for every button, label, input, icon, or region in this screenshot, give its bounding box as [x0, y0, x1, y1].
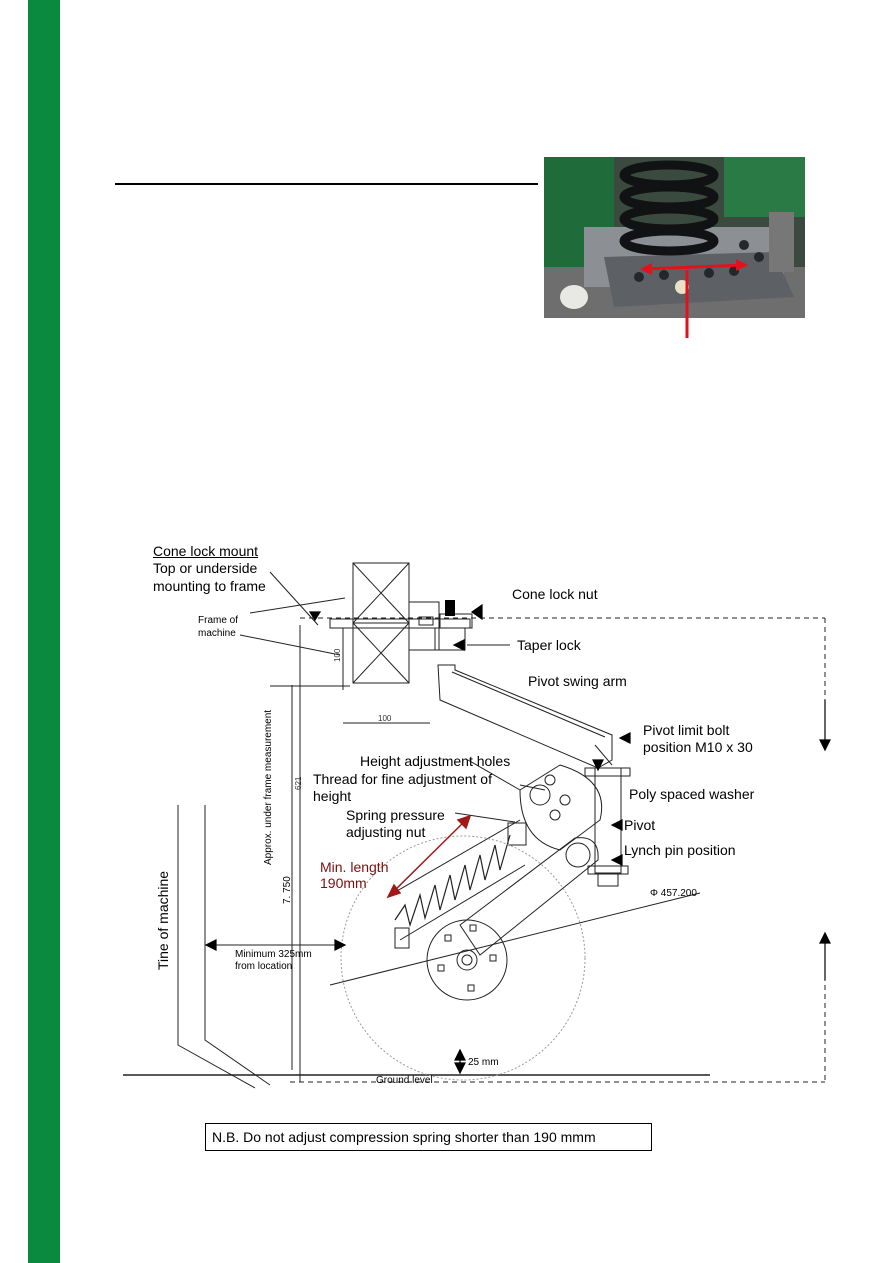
pivot-label: Pivot: [624, 817, 656, 833]
machine-label: machine: [198, 628, 236, 639]
disc-diameter-label: Φ 457.200: [650, 888, 697, 899]
spring-pressure-label: Spring pressure: [346, 807, 445, 823]
position-m10-label: position M10 x 30: [643, 739, 753, 755]
cone-lock-mount-label: Cone lock mount: [153, 543, 259, 559]
dim-100-vertical: 100: [333, 648, 342, 662]
adjusting-nut-label: adjusting nut: [346, 824, 426, 840]
ground-level-label: Ground level: [376, 1075, 433, 1086]
thread-height-label: height: [313, 788, 352, 804]
poly-spaced-washer-label: Poly spaced washer: [629, 786, 755, 802]
min-length-value-label: 190mm: [320, 875, 367, 891]
thread-fine-adjustment-label: Thread for fine adjustment of: [313, 771, 492, 787]
dim-621-label: 621: [294, 776, 303, 790]
pivot-limit-bolt-label: Pivot limit bolt: [643, 722, 730, 738]
spring-assembly-photo: [544, 157, 805, 318]
minimum-325mm-label: Minimum 325mm: [235, 949, 312, 960]
height-adjustment-holes-label: Height adjustment holes: [360, 753, 511, 769]
dim-100-horizontal: 100: [378, 714, 392, 723]
lynch-pin-position-label: Lynch pin position: [624, 842, 736, 858]
approx-under-frame-label: Approx. under frame measurement: [263, 709, 274, 865]
location-label: from location: [235, 961, 293, 972]
cone-lock-nut-label: Cone lock nut: [512, 586, 598, 602]
min-length-label: Min. length: [320, 859, 389, 875]
tine-of-machine-label: Tine of machine: [155, 870, 171, 970]
compression-spring-note: N.B. Do not adjust compression spring sh…: [205, 1123, 652, 1151]
side-color-bar: [28, 0, 60, 1263]
taper-lock-label: Taper lock: [517, 637, 581, 653]
pivot-swing-arm-label: Pivot swing arm: [528, 673, 627, 689]
top-or-underside-label: Top or underside: [153, 560, 258, 576]
frame-of-label: Frame of: [198, 615, 239, 626]
dim-750-label: 7. 750: [282, 876, 293, 904]
section-divider: [115, 183, 538, 185]
25mm-label: 25 mm: [468, 1057, 499, 1068]
mounting-to-frame-label: mounting to frame: [153, 578, 266, 594]
